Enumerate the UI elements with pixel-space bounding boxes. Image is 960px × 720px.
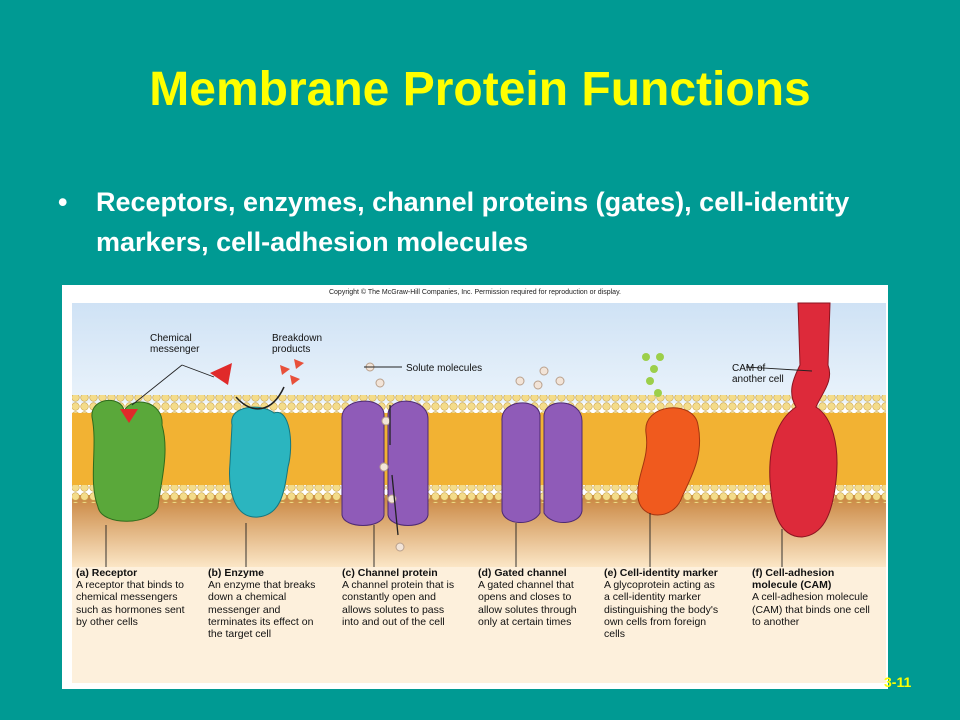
cytoplasm	[72, 495, 886, 567]
outer-phospholipid-heads	[72, 395, 886, 413]
lipid-tails	[72, 413, 886, 485]
label-leader-lines	[105, 364, 813, 567]
membrane-protein-figure: Copyright © The McGraw-Hill Companies, I…	[62, 285, 888, 689]
caption-title: (b) Enzyme	[208, 567, 265, 579]
caption-title: (d) Gated channel	[478, 567, 567, 579]
caption-text: A glycoprotein acting as a cell-identity…	[604, 579, 719, 641]
bullet-text: Receptors, enzymes, channel proteins (ga…	[96, 187, 850, 257]
label-chemical-messenger: Chemical messenger	[150, 333, 200, 355]
inner-phospholipid-heads	[72, 485, 886, 503]
label-solute-molecules: Solute molecules	[406, 363, 483, 374]
bullet-marker: •	[58, 187, 68, 217]
caption-receptor: (a) Receptor A receptor that binds to ch…	[76, 567, 194, 628]
solute-path-arrow	[389, 405, 399, 536]
caption-cell-adhesion-molecule: (f) Cell-adhesion molecule (CAM) A cell-…	[752, 567, 870, 628]
enzyme-arrow	[235, 386, 285, 410]
cam-protein	[769, 302, 838, 538]
caption-channel-protein: (c) Channel protein A channel protein th…	[342, 567, 460, 628]
caption-cell-identity-marker: (e) Cell-identity marker A glycoprotein …	[604, 567, 722, 640]
gated-channel-right	[543, 402, 583, 523]
channel-protein-right	[387, 400, 429, 526]
caption-gated-channel: (d) Gated channel A gated channel that o…	[478, 567, 596, 628]
gated-channel-left	[501, 402, 541, 523]
caption-title: (c) Channel protein	[342, 567, 438, 579]
slide-number: 3-11	[884, 674, 912, 690]
copyright-notice: Copyright © The McGraw-Hill Companies, I…	[328, 289, 621, 296]
caption-text: An enzyme that breaks down a chemical me…	[208, 579, 316, 641]
channel-protein-left	[341, 400, 385, 526]
slide-title: Membrane Protein Functions	[149, 63, 811, 116]
caption-text: A channel protein that is constantly ope…	[342, 579, 455, 628]
bound-messenger	[120, 409, 138, 423]
chemical-messenger-shape	[210, 363, 232, 385]
label-cam-of-another-cell: CAM of another cell	[732, 363, 784, 385]
caption-text: A cell-adhesion molecule (CAM) that bind…	[752, 591, 870, 628]
label-breakdown-products: Breakdown products	[272, 333, 323, 355]
caption-title: (f) Cell-adhesion molecule (CAM)	[752, 567, 835, 592]
caption-title: (e) Cell-identity marker	[604, 567, 718, 579]
caption-text: A receptor that binds to chemical messen…	[76, 579, 185, 628]
carbohydrate-chain	[654, 389, 662, 397]
caption-text: A gated channel that opens and closes to…	[478, 579, 577, 628]
caption-enzyme: (b) Enzyme An enzyme that breaks down a …	[208, 567, 326, 640]
glycoprotein-marker	[637, 407, 701, 516]
caption-title: (a) Receptor	[76, 567, 138, 579]
membrane-illustration	[72, 302, 886, 683]
extracellular-fluid	[72, 303, 886, 403]
